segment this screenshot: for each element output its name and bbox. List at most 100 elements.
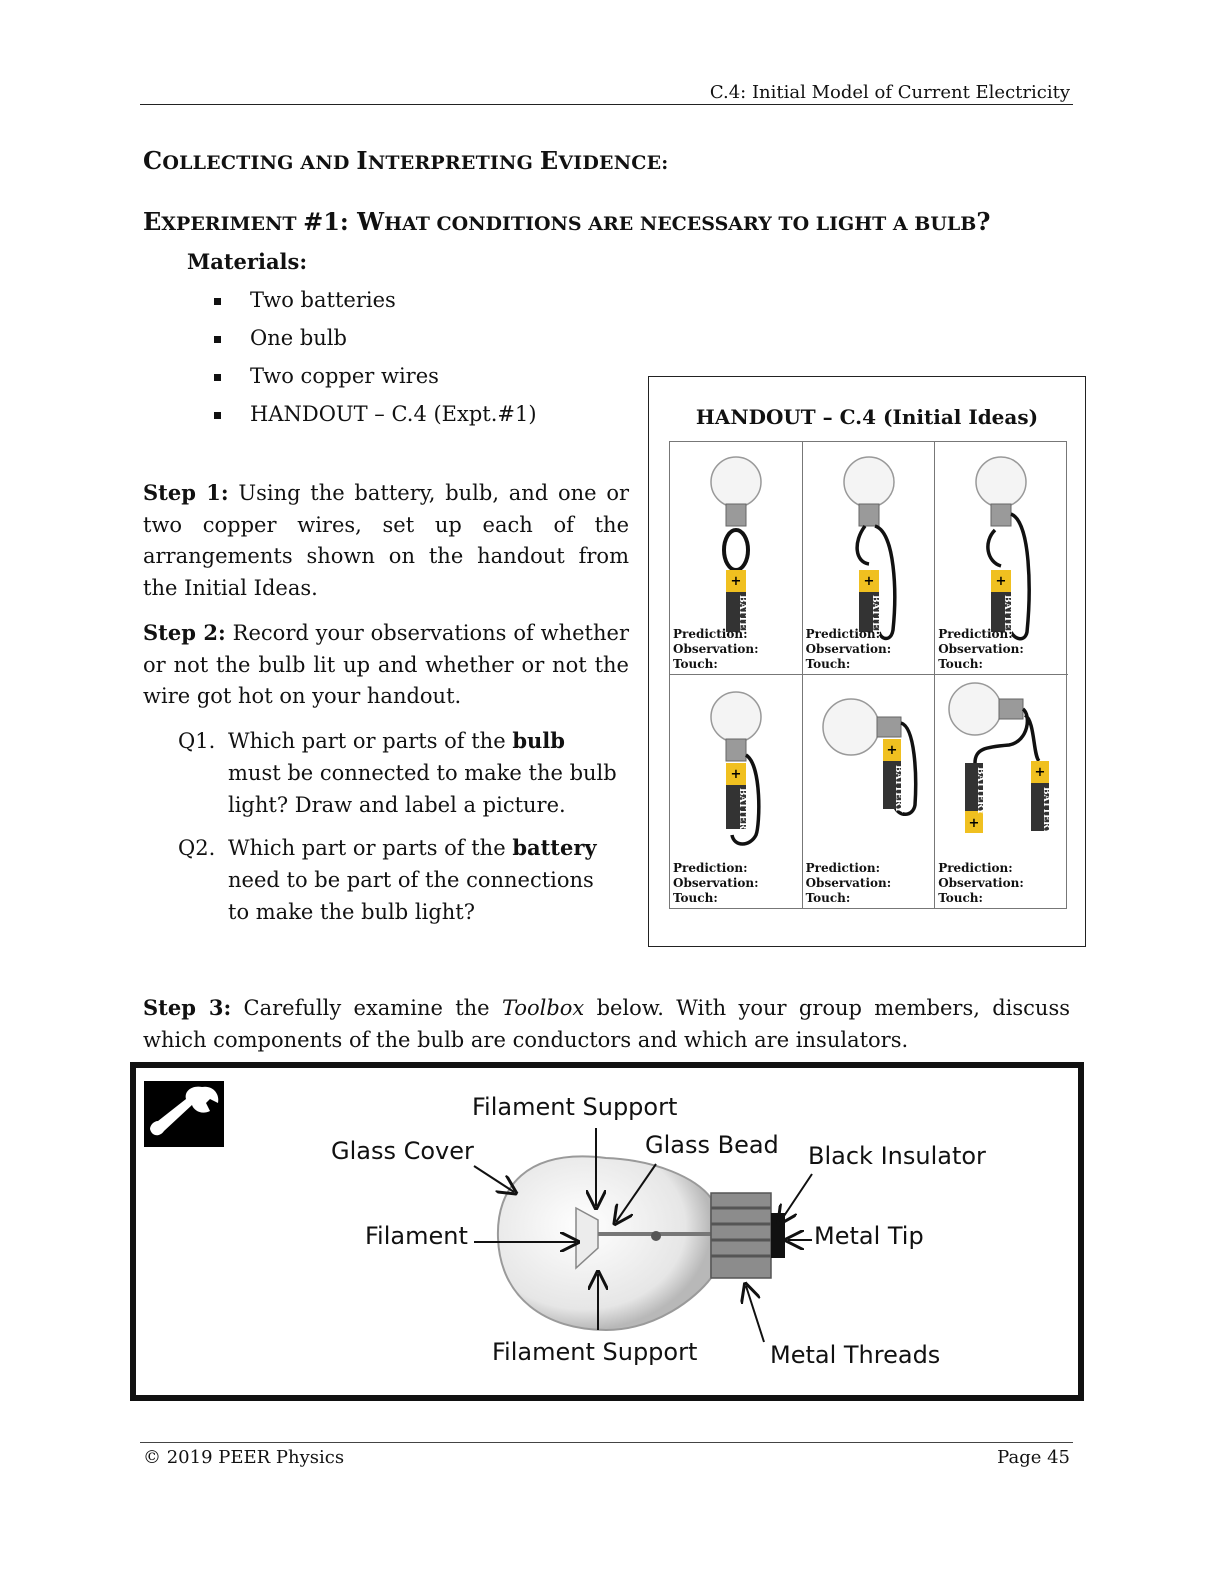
handout-cell: + BATTERY Prediction: Observation: Touch…: [670, 675, 803, 908]
bullet-icon: [214, 298, 221, 305]
step-label: Step 2:: [143, 620, 226, 645]
cell-labels: Prediction: Observation: Touch:: [806, 861, 892, 906]
bulb-battery-icon: + BATTERY: [710, 691, 762, 846]
toolbox-figure: Filament Support Glass Cover Glass Bead …: [130, 1062, 1084, 1401]
handout-cell: + BATTERY Prediction: Observation: Touch…: [670, 442, 803, 675]
handout-cell: + BATTERY Prediction: Observation: Touch…: [803, 675, 936, 908]
materials-list: Two batteries One bulb Two copper wires …: [214, 288, 537, 440]
prediction-label: Prediction:: [938, 627, 1013, 641]
prediction-label: Prediction:: [938, 861, 1013, 875]
filament-label: Filament: [365, 1222, 468, 1250]
observation-label: Observation:: [673, 876, 759, 890]
cell-labels: Prediction: Observation: Touch:: [938, 627, 1024, 672]
battery-label: BATTERY: [1041, 787, 1051, 835]
plus-sign: +: [1035, 765, 1046, 780]
section-title-part: C: [143, 146, 163, 175]
prediction-label: Prediction:: [673, 861, 748, 875]
glass-bead-label: Glass Bead: [645, 1131, 779, 1159]
cell-labels: Prediction: Observation: Touch:: [806, 627, 892, 672]
touch-label: Touch:: [938, 657, 983, 671]
observation-label: Observation:: [673, 642, 759, 656]
experiment-title-part: ?: [976, 207, 991, 236]
cell-labels: Prediction: Observation: Touch:: [673, 627, 759, 672]
question-keyword: battery: [512, 835, 597, 860]
handout-grid: + BATTERY Prediction: Observation: Touch…: [669, 441, 1068, 909]
question-text-part: need to be part of the connections to ma…: [228, 868, 594, 924]
list-item-text: Two copper wires: [250, 364, 439, 388]
battery-label: BATTERY: [893, 765, 903, 813]
list-item: One bulb: [214, 326, 537, 364]
question-number: Q2.: [178, 836, 216, 860]
bulb-battery-icon: + BATTERY: [821, 698, 917, 816]
observation-label: Observation:: [938, 642, 1024, 656]
touch-label: Touch:: [938, 891, 983, 905]
list-item-text: Two batteries: [250, 288, 396, 312]
plus-sign: +: [731, 767, 742, 782]
step-2-paragraph: Step 2: Record your observations of whet…: [143, 617, 629, 713]
battery-label: BATTERY: [1002, 595, 1012, 643]
question-text: Which part or parts of the battery need …: [228, 832, 618, 928]
bulb-battery-icon: + BATTERY: [710, 456, 762, 643]
section-title-part: NTERPRETING: [367, 152, 540, 174]
step-text-italic: Toolbox: [501, 996, 585, 1020]
touch-label: Touch:: [805, 891, 851, 905]
handout-cell: + BATTERY Prediction: Observation: Touch…: [802, 442, 936, 675]
step-label: Step 1:: [143, 480, 229, 505]
glass-cover-label: Glass Cover: [331, 1137, 474, 1165]
step-label: Step 3:: [143, 995, 232, 1020]
bullet-icon: [214, 412, 221, 419]
materials-heading: Materials:: [187, 249, 308, 274]
cell-labels: Prediction: Observation: Touch:: [673, 861, 759, 906]
bullet-icon: [214, 374, 221, 381]
question-text: Which part or parts of the bulb must be …: [228, 725, 618, 821]
black-insulator-label: Black Insulator: [808, 1142, 986, 1170]
prediction-label: Prediction:: [805, 861, 881, 875]
battery-label: BATTERY: [737, 595, 747, 643]
metal-tip-label: Metal Tip: [814, 1222, 924, 1250]
step-1-paragraph: Step 1: Using the battery, bulb, and one…: [143, 477, 629, 604]
question-text-part: Which part or parts of the: [228, 836, 513, 860]
filament-support-bottom-label: Filament Support: [492, 1338, 698, 1366]
bulb-battery-icon: + BATTERY: [842, 456, 897, 643]
section-title-part: VIDENCE:: [558, 152, 669, 174]
step-text: Record your observations of whether or n…: [143, 621, 629, 708]
observation-label: Observation:: [938, 876, 1024, 890]
experiment-title-part: E: [143, 207, 162, 236]
bullet-icon: [214, 336, 221, 343]
bulb-battery-icon: + BATTERY: [975, 456, 1032, 643]
step-text: Carefully examine the: [231, 996, 502, 1020]
experiment-title-part: HAT CONDITIONS ARE NECESSARY TO LIGHT A …: [384, 213, 977, 235]
battery-label: BATTERY: [737, 788, 747, 836]
question-1: Q1. Which part or parts of the bulb must…: [178, 725, 618, 821]
filament-support-top-label: Filament Support: [472, 1093, 678, 1121]
handout-cell: + BATTERY + BATTERY Prediction: Observat…: [935, 675, 1068, 908]
handout-title: HANDOUT – C.4 (Initial Ideas): [695, 405, 1039, 429]
step-text: below. With your group members, discuss …: [143, 996, 1071, 1052]
observation-label: Observation:: [805, 642, 892, 656]
metal-threads-label: Metal Threads: [770, 1341, 941, 1369]
header-rule: [140, 104, 1073, 105]
section-title-part: I: [356, 146, 368, 175]
list-item: Two batteries: [214, 288, 537, 326]
running-header: C.4: Initial Model of Current Electricit…: [709, 82, 1070, 103]
list-item-text: HANDOUT – C.4 (Expt.#1): [250, 402, 537, 426]
plus-sign: +: [886, 743, 897, 758]
page-number: Page 45: [997, 1447, 1070, 1468]
experiment-title-part: #1: W: [303, 207, 385, 236]
copyright: © 2019 PEER Physics: [143, 1447, 345, 1468]
battery-label: BATTERY: [975, 767, 985, 815]
handout-cell: + BATTERY Prediction: Observation: Touch…: [935, 442, 1068, 675]
plus-sign: +: [969, 816, 980, 831]
step-3-paragraph: Step 3: Carefully examine the Toolbox be…: [143, 992, 1070, 1056]
footer-rule: [140, 1442, 1073, 1443]
list-item-text: One bulb: [250, 326, 347, 350]
question-keyword: bulb: [512, 728, 565, 753]
experiment-title-part: XPERIMENT: [161, 213, 304, 235]
battery-label: BATTERY: [870, 595, 880, 643]
plus-sign: +: [863, 574, 874, 589]
section-title-part: E: [539, 146, 559, 175]
question-text-part: Which part or parts of the: [228, 729, 513, 753]
question-text-part: must be connected to make the bulb light…: [228, 761, 617, 817]
prediction-label: Prediction:: [673, 627, 748, 641]
plus-sign: +: [731, 574, 742, 589]
